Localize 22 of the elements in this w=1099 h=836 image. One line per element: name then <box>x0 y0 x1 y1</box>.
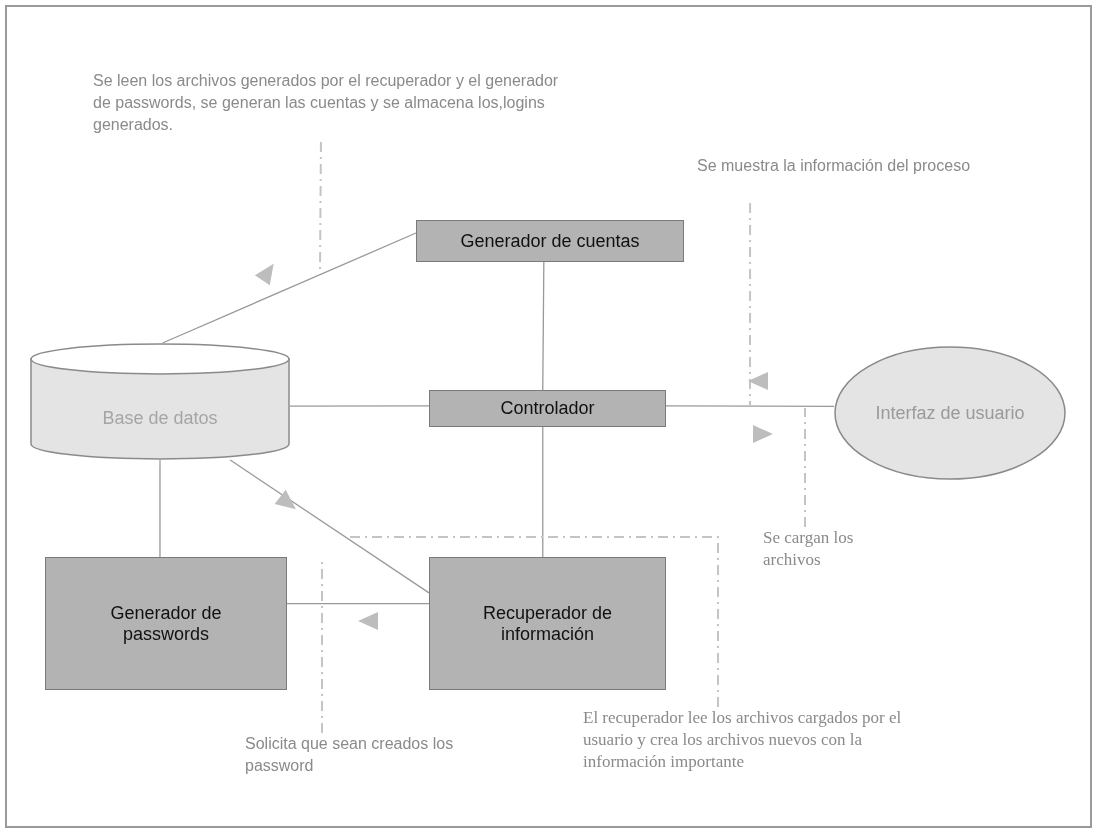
connector-line <box>286 602 430 605</box>
annotation-text: Se muestra la información del proceso <box>697 155 997 203</box>
connector-line <box>542 426 544 558</box>
annotation-text: Se cargan los archivos <box>763 527 913 575</box>
annotation-text: Solicita que sean creados los password <box>245 733 495 781</box>
annotation-text: El recuperador lee los archivos cargados por el usuario y crea los archivos nuevos con la información importante <box>583 707 913 779</box>
connector-line <box>289 405 430 407</box>
annotation-text: Se leen los archivos generados por el recuperador y el generador de passwords, se generan las cuentas y se almacena los,logins generados. <box>93 70 563 142</box>
connector-line <box>542 261 545 391</box>
leader-line <box>749 202 752 406</box>
leader-line <box>321 559 323 734</box>
process-box: Controlador <box>429 390 666 427</box>
process-box: Recuperador de información <box>429 557 666 690</box>
connector-line <box>229 459 430 594</box>
process-box: Generador de cuentas <box>416 220 684 262</box>
process-box: Generador de passwords <box>45 557 287 690</box>
leader-line <box>804 407 806 528</box>
connector-line <box>665 405 835 407</box>
leader-line <box>319 141 322 271</box>
connector-line <box>159 459 161 558</box>
interface-ellipse: Interfaz de usuario <box>834 346 1066 480</box>
connector-line <box>161 232 417 344</box>
